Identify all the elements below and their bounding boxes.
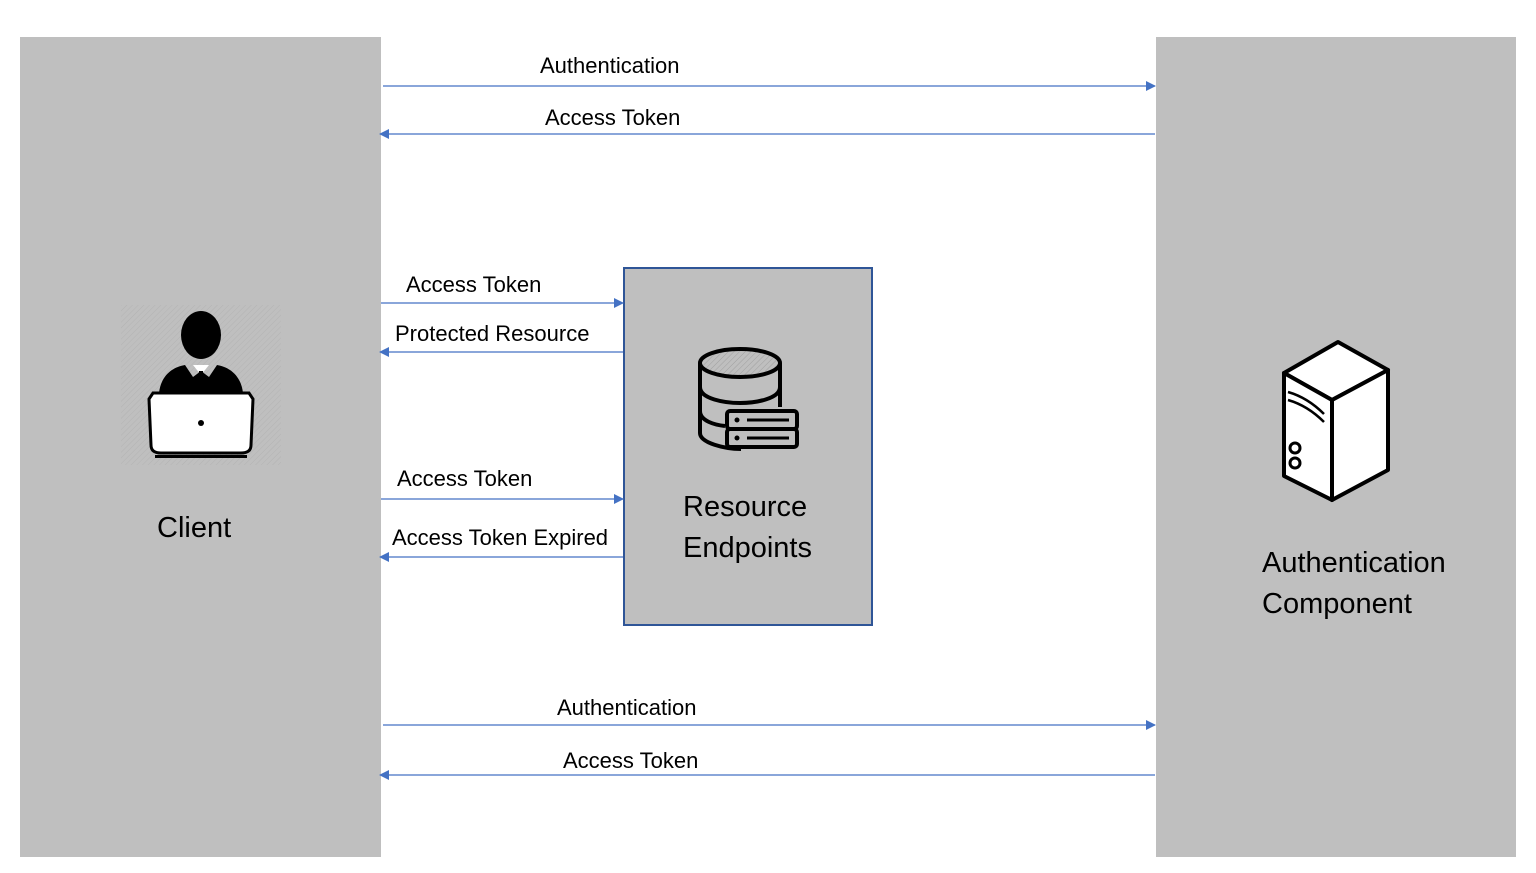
access-token-label-2: Access Token [406,272,542,297]
access-token-label: Access Token [545,105,681,130]
authentication-component-label-line2: Component [1262,588,1412,620]
user-laptop-icon [121,305,281,470]
server-tower-icon [1280,338,1392,511]
resource-endpoints-label-line1: Resource [683,491,808,523]
client-label: Client [157,512,232,544]
resource-endpoints-box [623,267,873,626]
authentication-component-label-line1: Authentication [1262,547,1446,579]
resource-endpoints-label-line2: Endpoints [683,532,812,564]
access-token-expired-label: Access Token Expired [392,525,609,550]
authentication-label: Authentication [540,53,680,78]
protected-resource-label: Protected Resource [395,321,590,346]
access-token-label-3: Access Token [397,466,533,491]
database-server-icon [695,345,805,460]
authentication-label-2: Authentication [557,695,697,720]
access-token-label-4: Access Token [563,748,699,773]
